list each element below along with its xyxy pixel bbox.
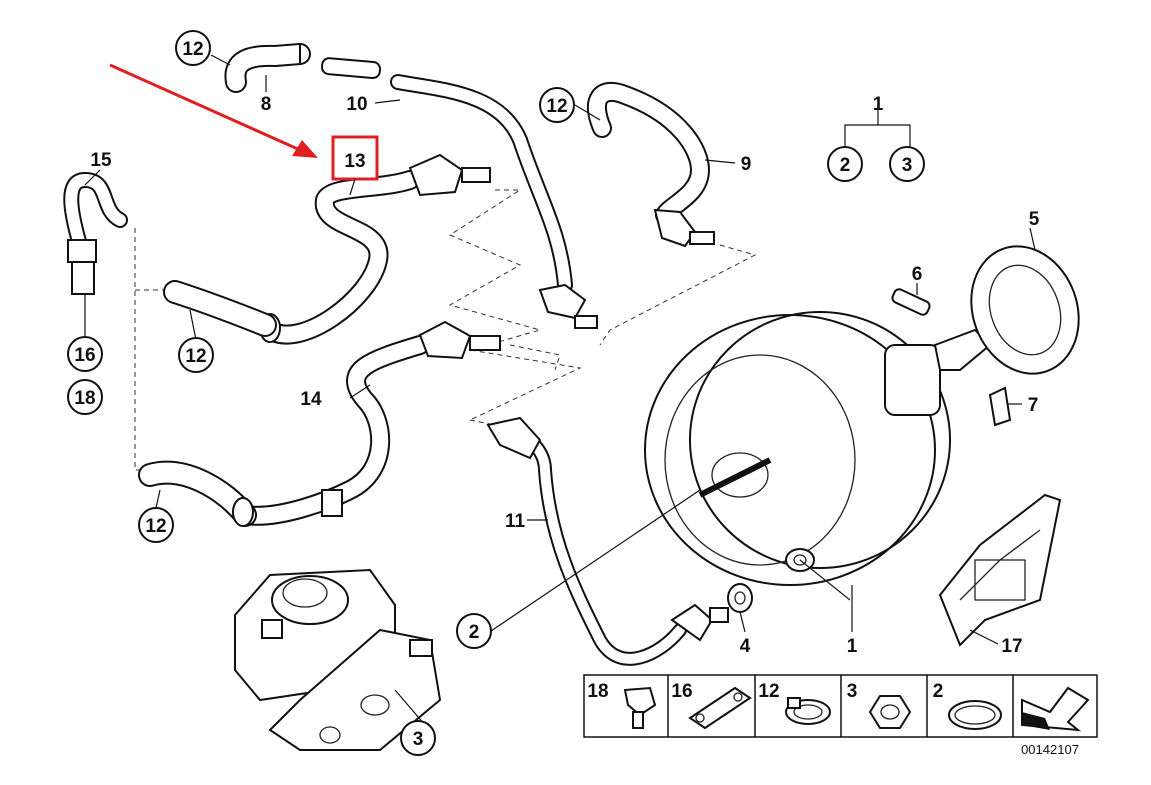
clip-icon <box>623 686 657 729</box>
label-7: 7 <box>1028 395 1039 416</box>
callout-12-upper-right: 12 <box>539 87 575 123</box>
callout-18: 18 <box>67 379 103 415</box>
legend-item-16: 16 <box>671 681 752 730</box>
svg-text:12: 12 <box>185 346 206 367</box>
hose-12-lower <box>138 460 257 527</box>
svg-text:12: 12 <box>546 96 567 117</box>
highlight-box-13: 13 <box>331 135 379 196</box>
svg-text:12: 12 <box>182 39 203 60</box>
hex-nut-icon <box>868 695 912 729</box>
svg-text:2: 2 <box>840 155 851 176</box>
hose-clamp-icon <box>785 697 831 725</box>
callout-2-bottom: 2 <box>456 613 492 649</box>
gasket-5 <box>970 245 1080 375</box>
hose-14 <box>235 320 501 526</box>
callout-3-bottom: 3 <box>400 720 436 756</box>
label-10: 10 <box>346 94 367 115</box>
legend-item-3: 3 <box>847 681 912 729</box>
hose-8 <box>224 43 311 93</box>
label-4: 4 <box>740 636 751 657</box>
hose-10-straight <box>320 57 381 80</box>
arrow-head-icon <box>292 140 318 158</box>
callout-12-bottom: 12 <box>138 507 174 543</box>
callout-12-mid: 12 <box>178 337 214 373</box>
legend-item-12: 12 <box>758 681 831 725</box>
callout-16: 16 <box>67 336 103 372</box>
svg-text:16: 16 <box>74 345 95 366</box>
label-6: 6 <box>912 264 923 285</box>
svg-text:12: 12 <box>758 681 779 702</box>
hose-13 <box>259 153 491 345</box>
label-14: 14 <box>300 389 322 410</box>
brake-booster <box>644 288 992 601</box>
legend-item-18: 18 <box>587 681 657 729</box>
label-13: 13 <box>344 151 365 172</box>
hose-11 <box>486 416 729 666</box>
catalog-number: 00142107 <box>1021 742 1079 757</box>
svg-text:2: 2 <box>469 622 480 643</box>
label-15: 15 <box>90 150 112 171</box>
svg-text:18: 18 <box>74 388 95 409</box>
grommet-4 <box>727 583 753 613</box>
direction-arrow-icon <box>1021 686 1090 732</box>
label-8: 8 <box>261 94 272 115</box>
highlight-frame <box>331 135 379 181</box>
label-5: 5 <box>1029 209 1040 230</box>
callout-12-top: 12 <box>175 30 211 66</box>
label-1-top: 1 <box>873 94 884 115</box>
svg-text:12: 12 <box>145 516 166 537</box>
bracket-icon <box>688 686 752 730</box>
brake-fluid-reservoir <box>234 568 442 751</box>
o-ring-icon <box>948 700 1002 730</box>
svg-text:3: 3 <box>847 681 858 702</box>
svg-text:3: 3 <box>413 729 424 750</box>
callout-2-top: 2 <box>827 146 863 182</box>
hose-9 <box>587 81 715 248</box>
svg-text:16: 16 <box>671 681 692 702</box>
label-17: 17 <box>1001 636 1022 657</box>
label-1-bottom: 1 <box>847 636 858 657</box>
hose-10 <box>390 74 598 329</box>
label-9: 9 <box>741 154 752 175</box>
legend-item-2: 2 <box>933 681 1002 730</box>
label-11: 11 <box>505 511 526 532</box>
callout-3-top: 3 <box>889 146 925 182</box>
red-pointer-arrow <box>109 63 318 158</box>
bracket-17 <box>938 493 1062 647</box>
leader-lines <box>84 54 1036 726</box>
svg-text:2: 2 <box>933 681 944 702</box>
hose-15 <box>63 172 128 295</box>
clip-7 <box>988 386 1012 427</box>
hose-12-left <box>163 280 277 337</box>
svg-text:18: 18 <box>587 681 608 702</box>
svg-text:3: 3 <box>902 155 913 176</box>
legend-strip: 18 16 12 3 <box>583 674 1098 738</box>
